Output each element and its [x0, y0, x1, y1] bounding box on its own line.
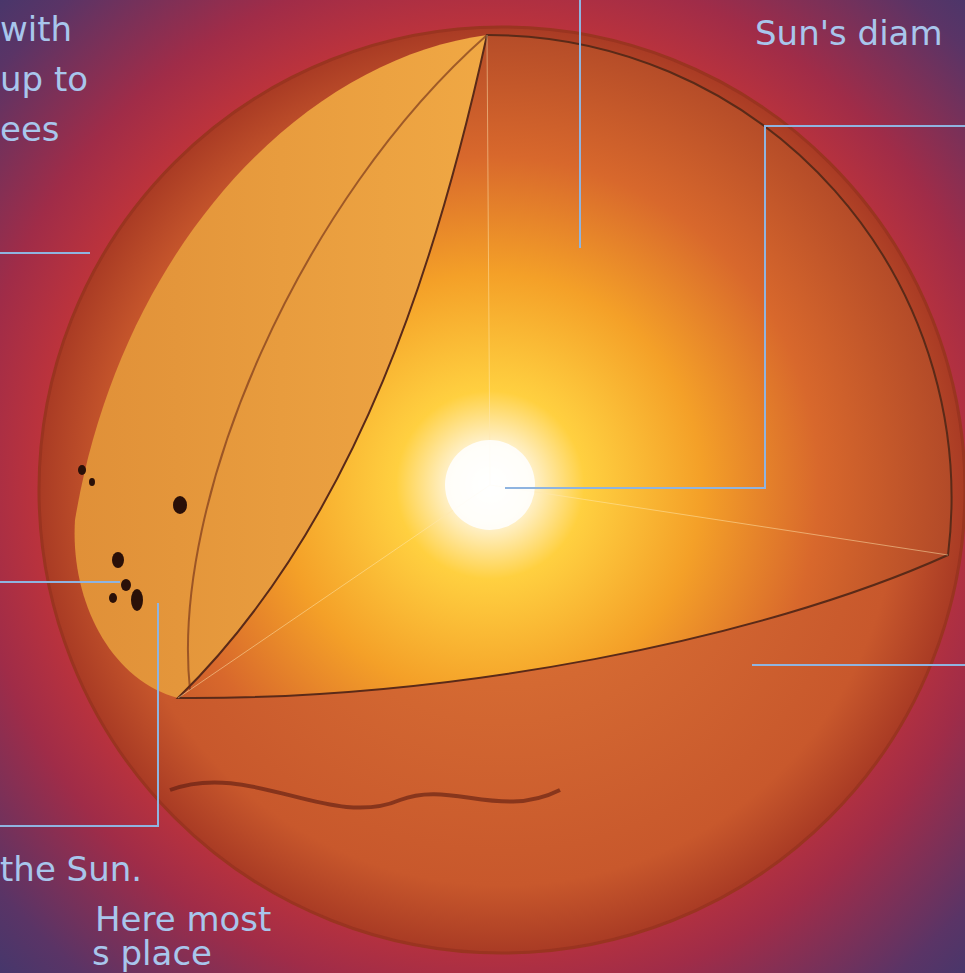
interior-cut: [178, 35, 952, 698]
callout-text: up to: [0, 62, 88, 96]
callout-text: s place: [92, 936, 212, 970]
sun-core: [445, 440, 535, 530]
convective-boundary: [188, 35, 487, 690]
callout-text: with: [0, 12, 72, 46]
callout-text: Sun's diam: [755, 16, 943, 50]
callout-text: the Sun.: [0, 852, 142, 886]
callout-text: ees: [0, 112, 60, 146]
cut-edge: [178, 35, 948, 698]
callout-text: Here most: [95, 902, 271, 936]
sun-sphere: [39, 27, 965, 953]
leader-line: [0, 0, 965, 826]
surface-granulation: [170, 782, 560, 807]
sunspot: [78, 465, 187, 611]
